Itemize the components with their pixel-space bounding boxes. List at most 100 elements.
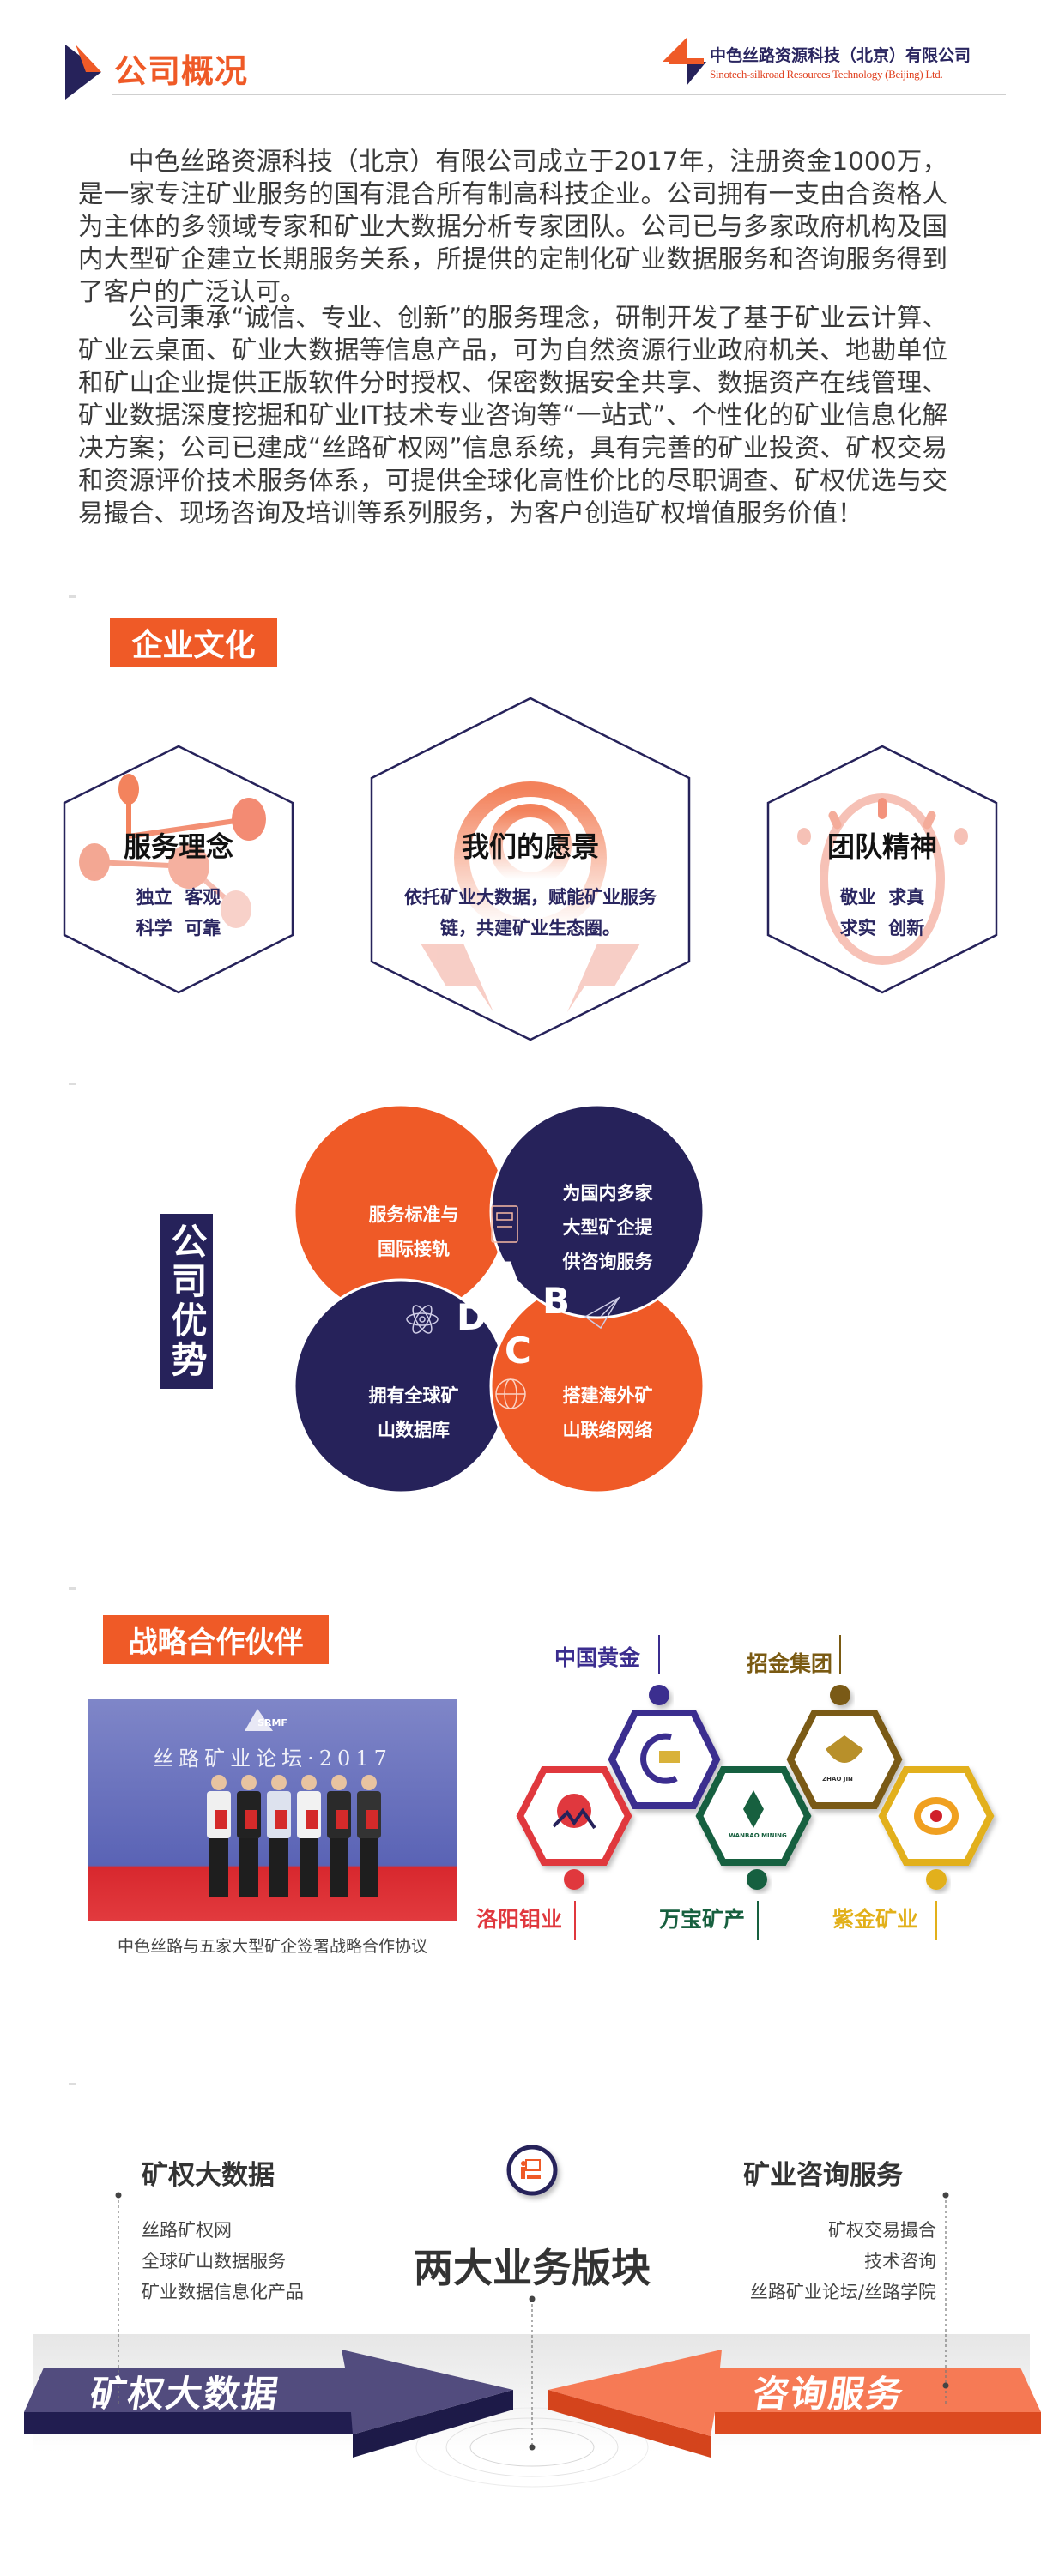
partner-hexagon: [695, 1766, 812, 1866]
advantage-line: 为国内多家: [562, 1183, 653, 1204]
section-marker: [69, 1083, 76, 1085]
advantages-section-title: 公司优势: [160, 1214, 213, 1389]
culture-card-title: 服务理念: [123, 830, 233, 863]
advantage-c-text: 搭建海外矿山联络网络: [539, 1378, 676, 1447]
advantage-a-text: 服务标准与国际接轨: [345, 1198, 482, 1266]
paper-plane-icon: [584, 1295, 621, 1330]
photo-person: [237, 1775, 261, 1897]
culture-section-title: 企业文化: [110, 618, 277, 667]
culture-card-title: 我们的愿景: [461, 830, 599, 863]
partner-hexagon: [516, 1766, 632, 1866]
advantage-line: 大型矿企提: [562, 1217, 653, 1238]
page-title: 公司概况: [114, 52, 249, 90]
right-arrow: [548, 2350, 1041, 2458]
left-arrow: [24, 2350, 513, 2458]
partner-hexagon: [878, 1766, 995, 1866]
advantage-line: 山数据库: [378, 1420, 450, 1440]
business-item: 矿业数据信息化产品: [142, 2282, 304, 2302]
partner-dot: [747, 1869, 767, 1890]
culture-card-text: 依托矿业大数据，赋能矿业服务链，共建矿业生态圈。: [376, 882, 685, 944]
partner-label: 紫金矿业: [832, 1907, 919, 1932]
culture-line: 求实 创新: [839, 918, 925, 938]
zhaojin-logo-text: ZHAO JIN: [822, 1776, 853, 1783]
culture-line: 独立 客观: [136, 887, 221, 908]
company-logo-name: 中色丝路资源科技（北京）有限公司: [710, 46, 971, 65]
culture-line: 链，共建矿业生态圈。: [440, 918, 620, 938]
advantage-line: 山联络网络: [562, 1420, 653, 1440]
photo-banner-text: 丝路矿业论坛·2017: [153, 1746, 392, 1771]
advantage-line: 国际接轨: [378, 1239, 450, 1259]
company-logo-icon: [663, 38, 706, 86]
culture-card-text: 敬业 求真求实 创新: [771, 882, 994, 944]
photo-person: [207, 1775, 231, 1897]
partner-dot: [926, 1869, 947, 1890]
photo-person: [267, 1775, 291, 1897]
partner-logo-icon: [914, 1797, 959, 1835]
partner-hexagon: [608, 1710, 721, 1809]
culture-hexagon: [766, 745, 998, 994]
partners-section-title: 战略合作伙伴: [103, 1615, 329, 1664]
advantage-line: 服务标准与: [368, 1204, 459, 1225]
award-ribbon-icon: [421, 781, 640, 1012]
advantage-letter-a: A: [493, 1254, 521, 1296]
section-marker: [69, 1587, 76, 1590]
partner-dot: [649, 1685, 669, 1705]
connector-dots: [115, 2192, 949, 2451]
business-right-list: 矿权交易撮合 技术咨询 丝路矿业论坛/丝路学院: [679, 2215, 936, 2308]
photo-person: [357, 1775, 381, 1897]
overview-paragraph: 中色丝路资源科技（北京）有限公司成立于2017年，注册资金1000万，是一家专注…: [78, 147, 947, 306]
partner-logo-icon: [826, 1735, 863, 1763]
culture-hexagon: [63, 745, 294, 994]
photo-person: [297, 1775, 321, 1897]
advantage-d-text: 拥有全球矿山数据库: [345, 1378, 482, 1447]
business-item: 技术咨询: [864, 2251, 936, 2271]
book-icon: [491, 1205, 518, 1243]
globe-pin-icon: [495, 1378, 526, 1409]
left-arrow-label: 矿权大数据: [88, 2373, 283, 2415]
partner-label: 万宝矿产: [659, 1907, 746, 1932]
partner-dot: [830, 1685, 850, 1705]
culture-line: 依托矿业大数据，赋能矿业服务: [404, 887, 657, 908]
business-title: 两大业务版块: [414, 2245, 651, 2291]
overview-paragraph: 公司秉承“诚信、专业、创新”的服务理念，研制开发了基于矿业云计算、矿业云桌面、矿…: [78, 303, 947, 528]
business-item: 矿权交易撮合: [828, 2220, 936, 2241]
business-right-heading: 矿业咨询服务: [743, 2160, 903, 2191]
business-left-heading: 矿权大数据: [142, 2160, 275, 2191]
section-marker: [69, 2083, 76, 2085]
partner-label: 中国黄金: [554, 1645, 641, 1670]
advantage-circle-b: [489, 1103, 705, 1319]
dotted-connectors: [118, 2195, 947, 2447]
partner-dot: [564, 1869, 584, 1890]
advantage-letter-b: B: [542, 1280, 571, 1322]
partner-hexagon: [786, 1710, 903, 1809]
partner-logo-icon: [743, 1790, 764, 1828]
signing-ceremony-photo: [88, 1699, 457, 1921]
photo-caption: 中色丝路与五家大型矿企签署战略合作协议: [117, 1937, 427, 1956]
business-item: 全球矿山数据服务: [142, 2251, 286, 2271]
lightbulb-icon: [797, 793, 968, 965]
culture-line: 科学 可靠: [136, 918, 221, 938]
culture-hexagon: [370, 697, 691, 1041]
partner-label: 招金集团: [747, 1651, 833, 1676]
partner-logo-icon: [552, 1794, 596, 1830]
photo-person: [327, 1775, 351, 1897]
molecule-icon: [79, 774, 266, 928]
culture-line: 敬业 求真: [839, 887, 925, 908]
business-item: 丝路矿权网: [142, 2220, 232, 2241]
section-marker: [69, 595, 76, 598]
culture-card-title: 团队精神: [826, 830, 937, 863]
right-arrow-label: 咨询服务: [750, 2373, 908, 2415]
advantage-b-text: 为国内多家大型矿企提供咨询服务: [539, 1176, 676, 1279]
photo-logo-text: SRMF: [257, 1717, 287, 1728]
header-triangle-icon: [65, 45, 101, 100]
culture-card-text: 独立 客观科学 可靠: [67, 882, 290, 944]
partner-logo-icon: [640, 1733, 680, 1784]
advantage-letter-d: D: [457, 1296, 487, 1338]
business-left-list: 丝路矿权网 全球矿山数据服务 矿业数据信息化产品: [142, 2215, 304, 2308]
business-item: 丝路矿业论坛/丝路学院: [749, 2282, 936, 2302]
advantage-line: 搭建海外矿: [562, 1385, 653, 1406]
partner-label: 洛阳钼业: [476, 1907, 563, 1932]
advantage-line: 拥有全球矿: [368, 1385, 459, 1406]
advantage-line: 供咨询服务: [562, 1252, 653, 1272]
